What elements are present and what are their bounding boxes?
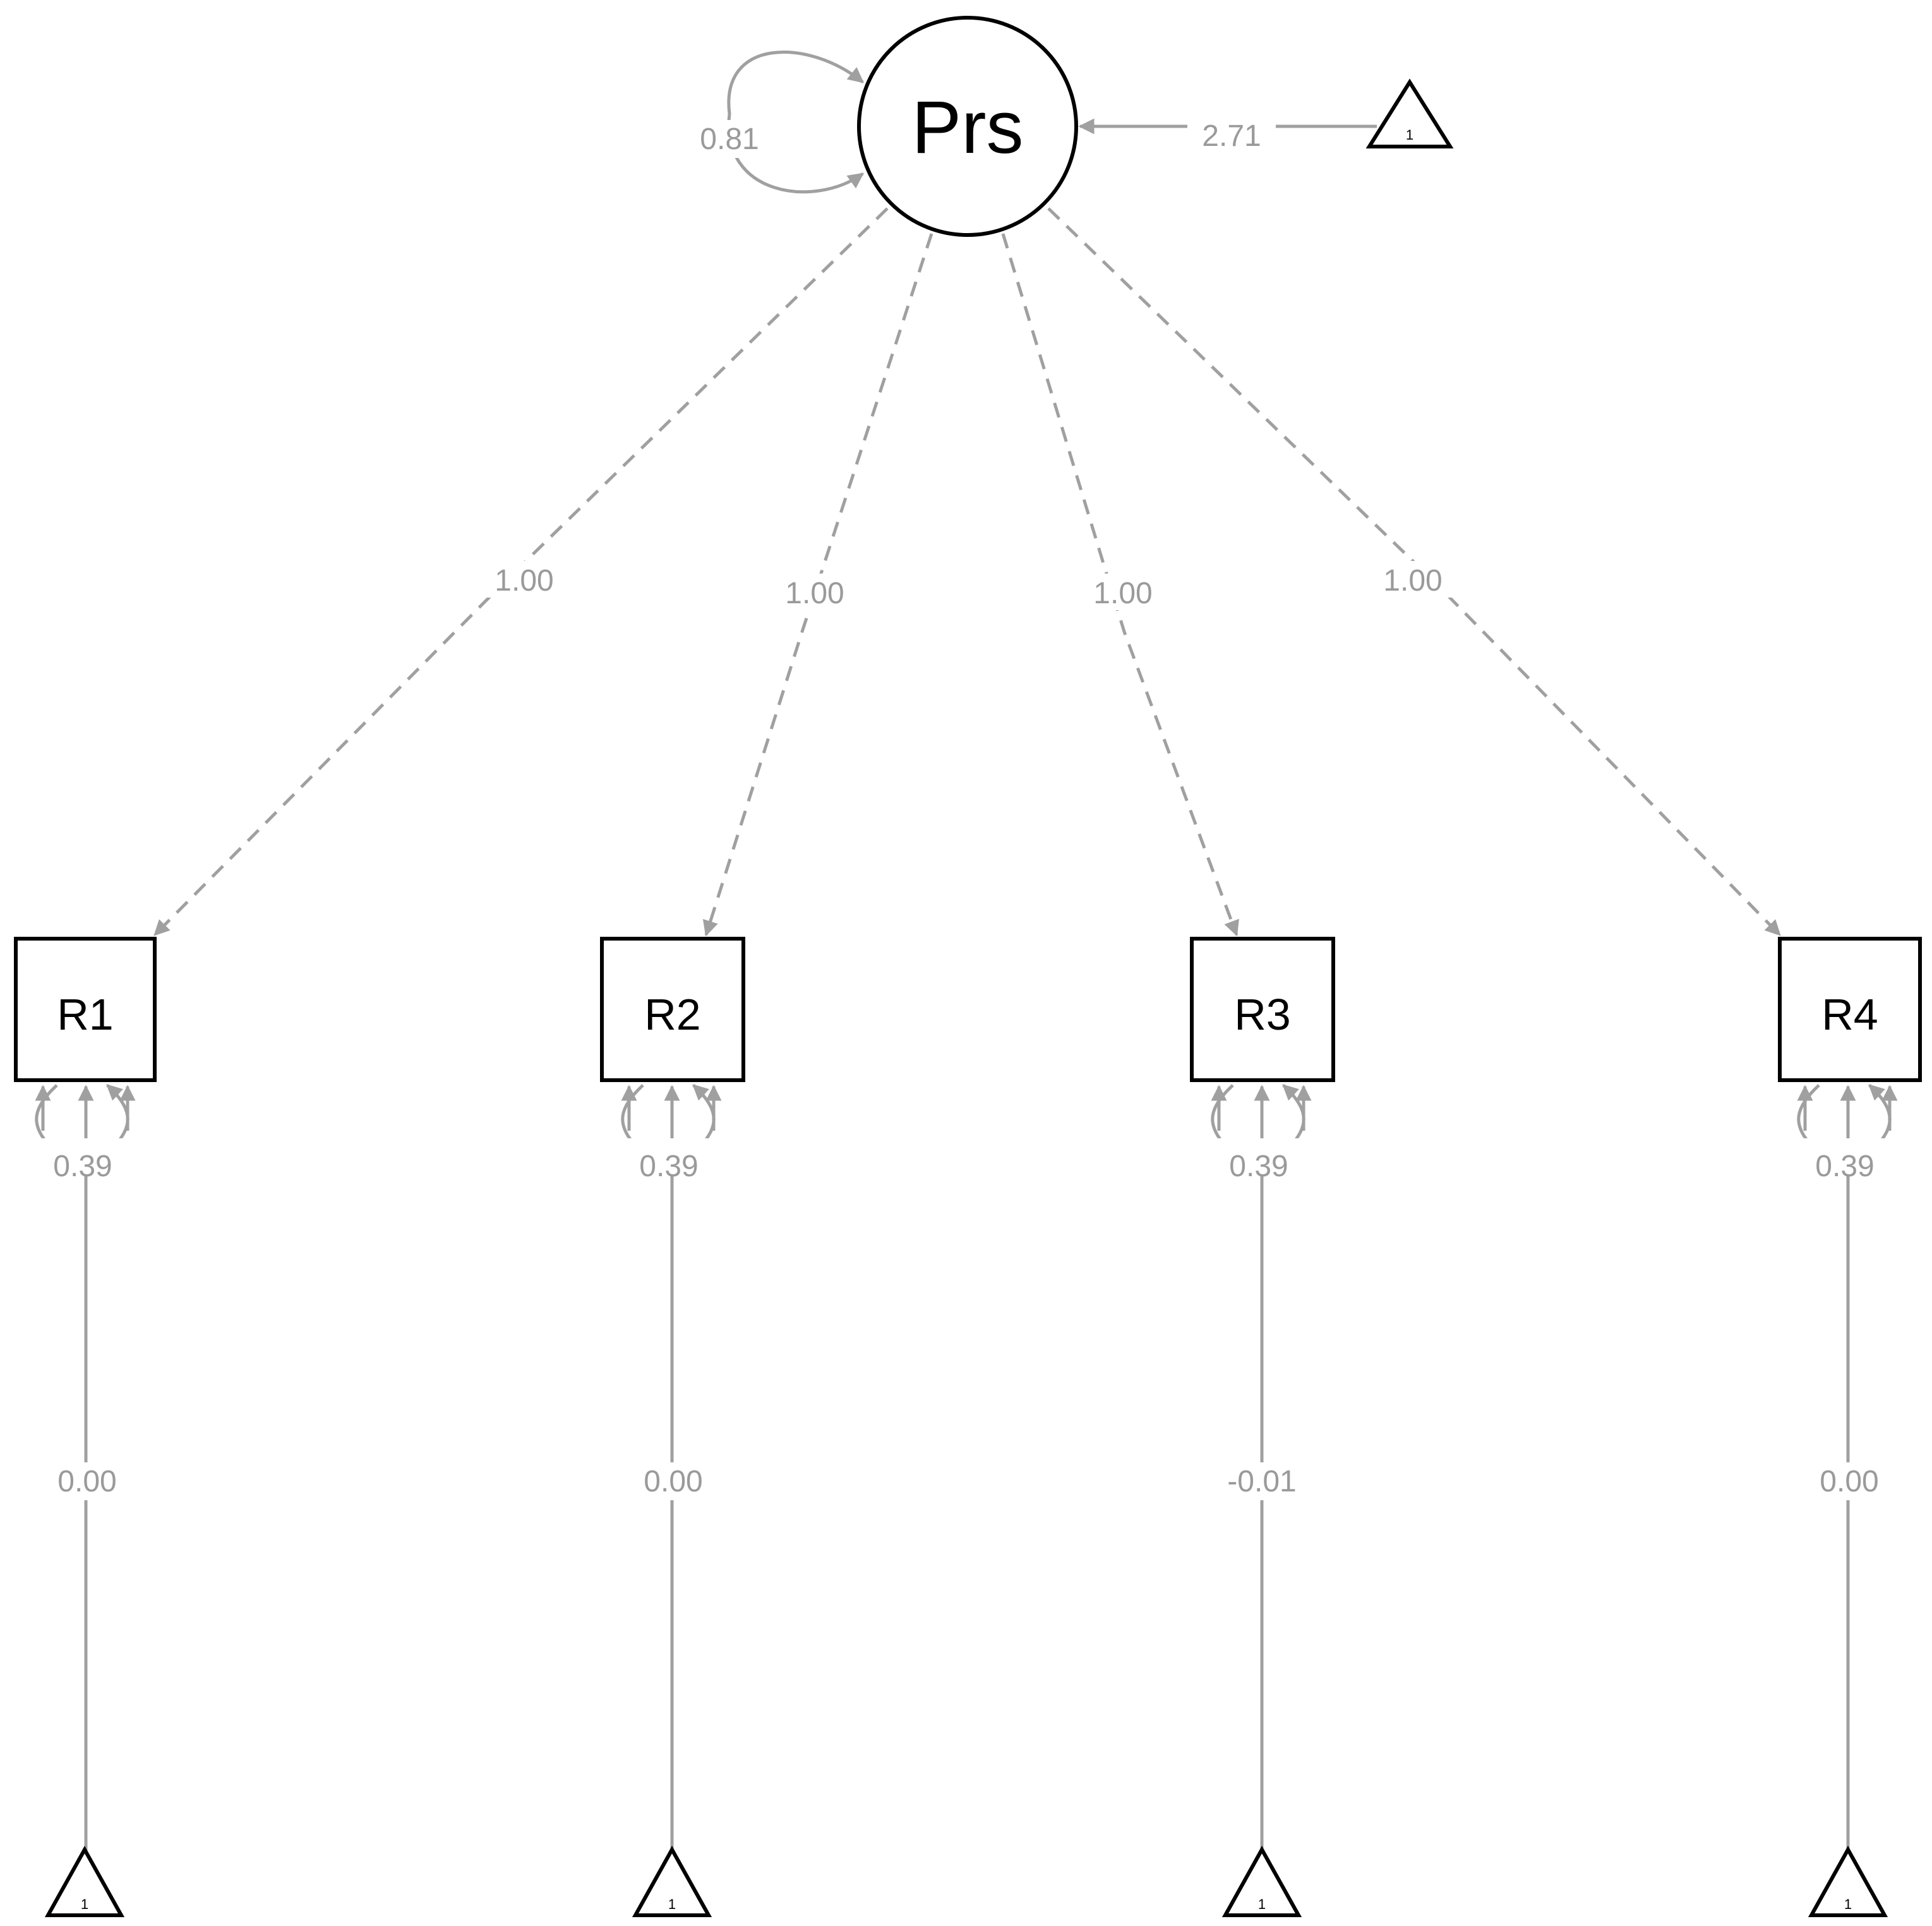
constant-triangle-r4 — [1808, 1845, 1888, 1917]
residual-loop-r2 — [621, 1085, 716, 1145]
residual-label-r2: 0.39 — [639, 1150, 698, 1183]
indicator-node-label-r3: R3 — [1234, 990, 1290, 1039]
loading-path-r3 — [1001, 233, 1239, 937]
constant-label-r4: 1 — [1844, 1896, 1852, 1912]
loading-label-r4: 1.00 — [1383, 564, 1442, 598]
indicator-node-label-r2: R2 — [644, 990, 700, 1039]
residual-loop-r1 — [35, 1085, 129, 1145]
latent-variance-label: 0.81 — [700, 123, 759, 156]
constant-label-r3: 1 — [1258, 1896, 1266, 1912]
loading-label-r3: 1.00 — [1093, 577, 1152, 610]
latent-constant-triangle — [1365, 78, 1454, 148]
indicator-node-r4 — [1778, 937, 1922, 1082]
constant-label-r2: 1 — [668, 1896, 676, 1912]
intercept-label-r4: 0.00 — [1820, 1465, 1878, 1498]
constant-label-r1: 1 — [81, 1896, 88, 1912]
indicator-node-r2 — [600, 937, 745, 1082]
constant-triangle-r1 — [44, 1845, 125, 1917]
constant-triangle-r2 — [632, 1845, 712, 1917]
latent-constant-label: 1 — [1406, 127, 1413, 143]
indicator-node-r1 — [14, 937, 157, 1082]
intercept-label-r2: 0.00 — [644, 1465, 702, 1498]
residual-label-r1: 0.39 — [53, 1150, 112, 1183]
latent-node-label: Prs — [912, 86, 1024, 169]
indicator-node-label-r1: R1 — [57, 990, 113, 1039]
latent-variance-loop — [727, 51, 865, 194]
constant-triangle-r3 — [1221, 1845, 1302, 1917]
indicator-node-r3 — [1190, 937, 1335, 1082]
residual-label-r3: 0.39 — [1229, 1150, 1288, 1183]
intercept-label-r3: -0.01 — [1227, 1465, 1296, 1498]
latent-intercept-label: 2.71 — [1202, 119, 1261, 153]
latent-node-prs — [857, 16, 1078, 237]
intercept-label-r1: 0.00 — [57, 1465, 116, 1498]
indicator-node-label-r4: R4 — [1821, 990, 1878, 1039]
residual-loop-r3 — [1211, 1085, 1305, 1145]
loading-label-r1: 1.00 — [495, 564, 553, 598]
residual-label-r4: 0.39 — [1815, 1150, 1874, 1183]
loading-path-r2 — [702, 233, 933, 937]
residual-loop-r4 — [1797, 1085, 1892, 1145]
loading-label-r2: 1.00 — [785, 577, 844, 610]
